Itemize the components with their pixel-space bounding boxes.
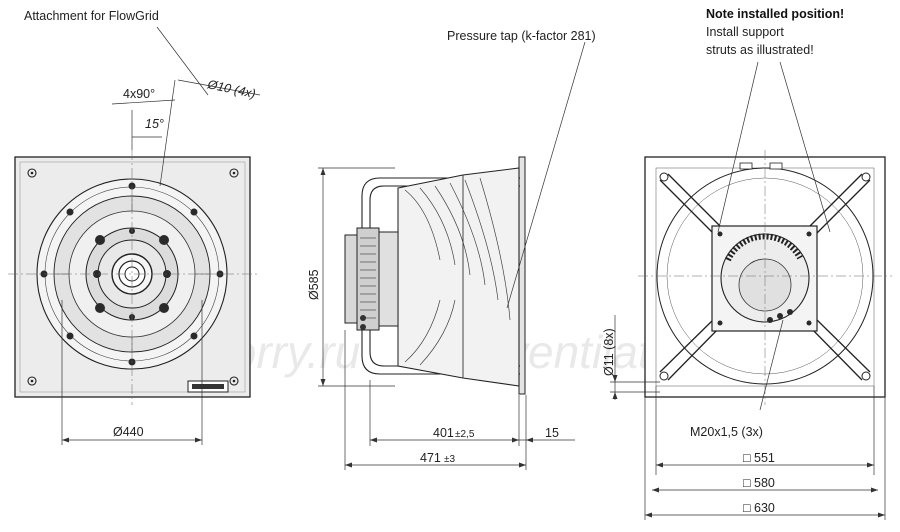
angle-15-label: 15° [145,117,164,131]
sq-551-label: □ 551 [743,451,775,465]
sq-630-label: □ 630 [743,501,775,515]
front-view: 15° 4x90° Attachment for FlowGrid Ø10 (4… [8,9,261,445]
len-401-label: 401 [433,426,454,440]
dia-11-label: Ø11 (8x) [602,328,616,376]
note-line-2: struts as illustrated! [706,43,814,57]
note-line-1: Install support [706,25,784,39]
rear-view: Note installed position! Install support… [602,7,892,520]
angle-4x90-label: 4x90° [123,87,155,101]
side-view: Pressure tap (k-factor 281) Ø585 401 ±2,… [307,29,596,470]
hole-diameter-label: Ø10 (4x) [205,77,256,101]
dia-440-label: Ø440 [113,425,144,439]
thread-label: M20x1,5 (3x) [690,425,763,439]
len-471-label: 471 [420,451,441,465]
tol-401-label: ±2,5 [455,429,475,440]
tol-471-label: ±3 [444,454,455,465]
sq-580-label: □ 580 [743,476,775,490]
dia-585-label: Ø585 [307,269,321,300]
note-title: Note installed position! [706,7,844,21]
pressure-tap-label: Pressure tap (k-factor 281) [447,29,596,43]
len-15-label: 15 [545,426,559,440]
attachment-label: Attachment for FlowGrid [24,9,159,23]
